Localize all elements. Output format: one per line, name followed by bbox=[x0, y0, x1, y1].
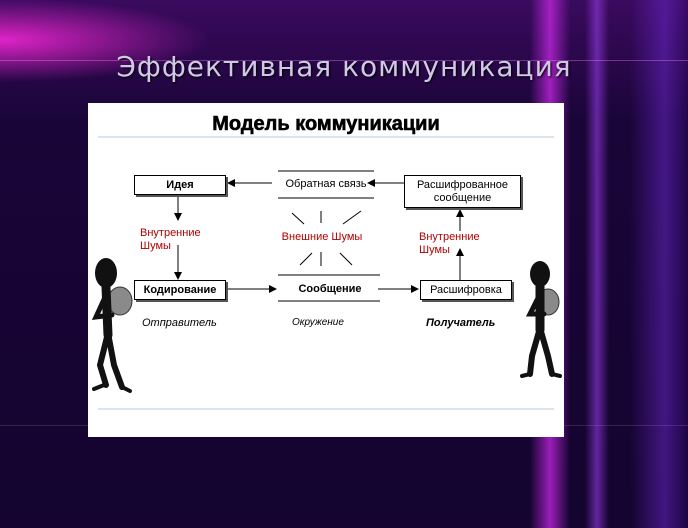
internal-noise-left-line2: Шумы bbox=[140, 240, 171, 252]
internal-noise-right-line2: Шумы bbox=[419, 244, 450, 256]
internal-noise-right-line1: Внутренние bbox=[419, 231, 480, 243]
decoded-message-box: Расшифрованное сообщение bbox=[404, 175, 521, 208]
receiver-figure-icon bbox=[520, 261, 562, 378]
decoding-label: Расшифровка bbox=[430, 284, 502, 296]
decoded-message-label-line1: Расшифрованное bbox=[416, 178, 509, 191]
receiver-label: Получатель bbox=[426, 317, 496, 329]
external-noise-rays bbox=[291, 210, 362, 266]
environment-label: Окружение bbox=[292, 317, 344, 328]
sender-label: Отправитель bbox=[142, 317, 217, 329]
idea-box: Идея bbox=[134, 175, 226, 195]
diagram-panel: Модель коммуникации Идея Обратная связь … bbox=[88, 103, 564, 437]
message-label: Сообщение bbox=[298, 283, 362, 295]
decoding-box: Расшифровка bbox=[420, 280, 512, 300]
encoding-label: Кодирование bbox=[143, 284, 217, 296]
light-streak bbox=[630, 0, 688, 528]
feedback-label: Обратная связь bbox=[285, 178, 367, 190]
decorative-line bbox=[0, 60, 688, 61]
slide-title: Эффективная коммуникация bbox=[116, 50, 572, 83]
idea-label: Идея bbox=[166, 179, 194, 191]
encoding-box: Кодирование bbox=[134, 280, 226, 300]
light-streak bbox=[585, 0, 609, 528]
communication-model-diagram bbox=[98, 136, 554, 410]
internal-noise-left-line1: Внутренние bbox=[140, 227, 201, 239]
decoded-message-label-line2: сообщение bbox=[433, 191, 492, 204]
sender-figure-icon bbox=[91, 258, 133, 393]
external-noise-label: Внешние Шумы bbox=[281, 231, 363, 243]
diagram-heading: Модель коммуникации bbox=[212, 113, 440, 136]
